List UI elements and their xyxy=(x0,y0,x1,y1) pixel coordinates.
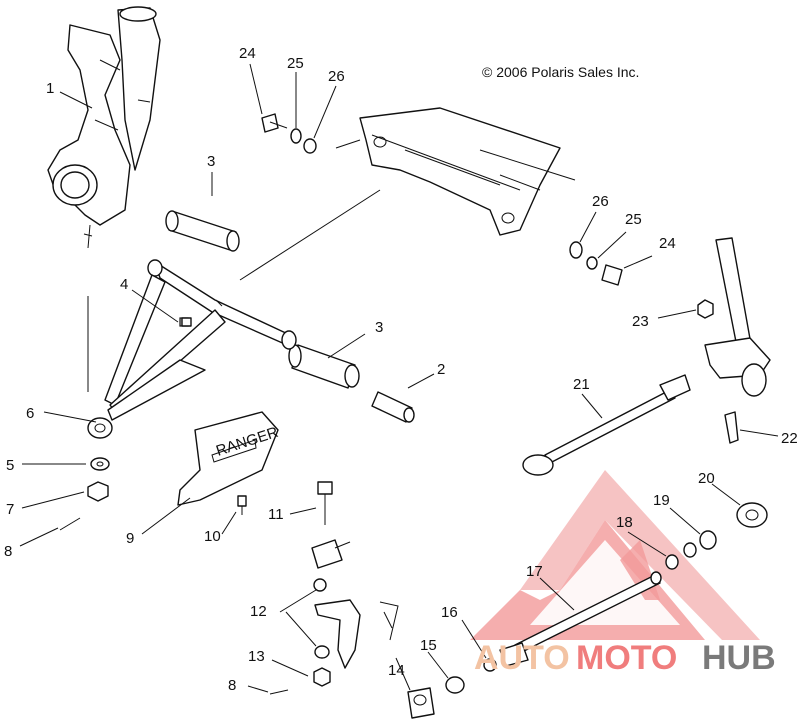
callout-19: 19 xyxy=(653,492,670,509)
callout-labels: 1 2 3 3 4 5 6 7 8 8 9 10 11 12 13 14 15 … xyxy=(4,45,798,694)
callout-21: 21 xyxy=(573,376,590,393)
callout-20: 20 xyxy=(698,470,715,487)
callout-8-bottom: 8 xyxy=(228,677,236,694)
skid-guard: RANGER xyxy=(177,411,280,506)
watermark-logo xyxy=(470,470,760,640)
callout-17: 17 xyxy=(526,563,543,580)
callout-16: 16 xyxy=(441,604,458,621)
callout-15: 15 xyxy=(420,637,437,654)
tie-rod-ends xyxy=(407,502,768,719)
callout-13: 13 xyxy=(248,648,265,665)
callout-3-upper: 3 xyxy=(207,153,215,170)
callout-1: 1 xyxy=(46,80,54,97)
callout-24-upper: 24 xyxy=(239,45,256,62)
bushing-upper xyxy=(165,210,240,252)
pivot-tube xyxy=(371,391,415,423)
hardware-parts xyxy=(59,113,739,695)
callout-12: 12 xyxy=(250,603,267,620)
callout-25-upper: 25 xyxy=(287,55,304,72)
tie-rod-lower xyxy=(499,571,662,667)
callout-23: 23 xyxy=(632,313,649,330)
watermark-moto: MOTO xyxy=(576,639,677,677)
callout-10: 10 xyxy=(204,528,221,545)
copyright-notice: © 2006 Polaris Sales Inc. xyxy=(482,64,639,80)
callout-8-left: 8 xyxy=(4,543,12,560)
bushing-lower xyxy=(288,344,360,389)
callout-25-lower: 25 xyxy=(625,211,642,228)
callout-6: 6 xyxy=(26,405,34,422)
a-arm xyxy=(87,259,297,439)
callout-7: 7 xyxy=(6,501,14,518)
callout-18: 18 xyxy=(616,514,633,531)
tie-rod-upper xyxy=(522,374,691,476)
watermark-hub: HUB xyxy=(702,639,776,677)
leader-lines xyxy=(19,63,779,693)
callout-14: 14 xyxy=(388,662,405,679)
callout-22: 22 xyxy=(781,430,798,447)
watermark-auto: AUTO xyxy=(474,639,570,677)
callout-26-lower: 26 xyxy=(592,193,609,210)
callout-4: 4 xyxy=(120,276,128,293)
steering-knuckle xyxy=(47,6,161,249)
callout-3-lower: 3 xyxy=(375,319,383,336)
callout-5: 5 xyxy=(6,457,14,474)
frame-crossmember xyxy=(239,107,576,281)
callout-26-upper: 26 xyxy=(328,68,345,85)
steering-column xyxy=(704,237,771,397)
callout-24-lower: 24 xyxy=(659,235,676,252)
callout-11: 11 xyxy=(268,506,284,523)
bracket-assembly xyxy=(311,539,399,669)
callout-2: 2 xyxy=(437,361,445,378)
watermark-text: AUTO MOTO HUB xyxy=(474,639,776,677)
callout-9: 9 xyxy=(126,530,134,547)
